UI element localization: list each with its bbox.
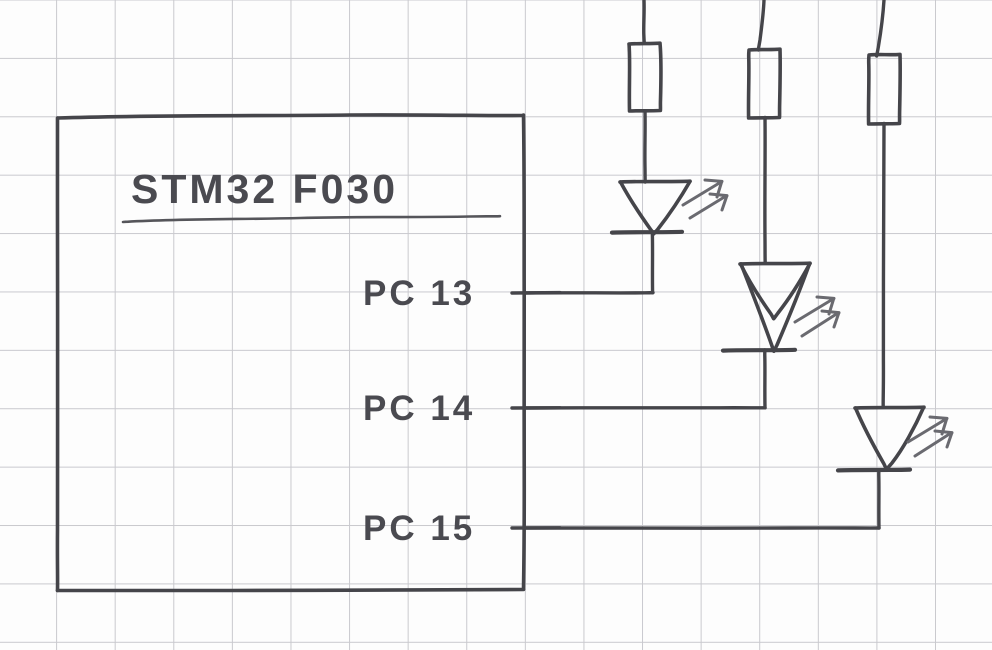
branch-3 [835, 0, 954, 473]
net-pc14-wire [510, 348, 767, 410]
pin-label-pc15: PC 15 [363, 509, 475, 548]
mcu-title-underline [121, 214, 502, 224]
branch-1 [609, 0, 729, 236]
mcu-body-outline [55, 113, 527, 593]
led-1-cathode-bar [609, 229, 685, 235]
branch-2 [720, 0, 841, 353]
led-2-emission-arrows [793, 295, 841, 338]
net-pc13-wire [510, 230, 655, 295]
led-3-emission-arrows [906, 415, 954, 458]
net-pc15-wire [510, 468, 881, 530]
resistor-1 [627, 41, 663, 113]
led-3-cathode-bar [835, 467, 913, 473]
led-1-triangle [618, 179, 692, 236]
pin-label-pc13: PC 13 [363, 274, 475, 313]
led-1-emission-arrows [681, 178, 729, 220]
resistor-2 [746, 47, 783, 120]
led-2-cathode-bar [720, 347, 798, 353]
pin-label-pc14: PC 14 [363, 389, 475, 428]
resistor-3 [866, 52, 903, 126]
mcu-title: STM32 F030 [131, 166, 398, 212]
